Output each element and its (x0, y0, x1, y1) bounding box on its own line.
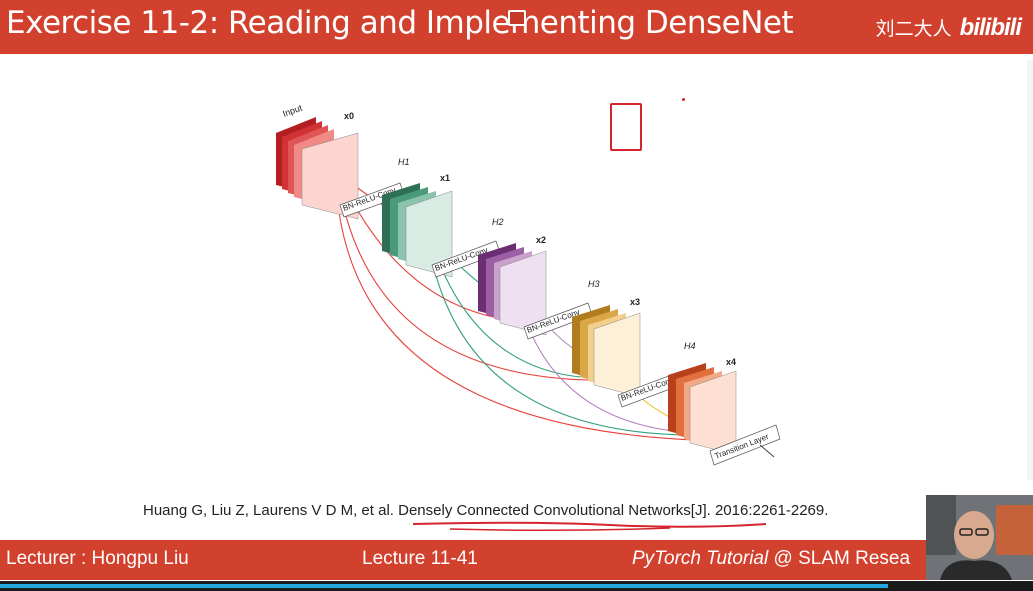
pen-dot (682, 98, 685, 101)
h2-label: H2 (492, 217, 504, 227)
arrow-x1-x4 (427, 239, 696, 436)
course-title: PyTorch Tutorial (632, 548, 769, 569)
citation-authors: Huang G, Liu Z, Laurens V D M, et al. (143, 502, 399, 519)
x2-label: x2 (536, 235, 546, 245)
course-name: PyTorch Tutorial @ SLAM Resea (632, 548, 910, 570)
block-x4: x4 (668, 357, 737, 456)
lecturer-webcam (926, 495, 1033, 580)
lecturer-name: Lecturer : Hongpu Liu (6, 548, 189, 569)
slide-title: Exercise 11-2: Reading and Implementing … (6, 5, 794, 41)
arrow-x0-x3 (337, 179, 591, 381)
block-x0: Input x0 (276, 102, 359, 220)
x1-label: x1 (440, 173, 450, 183)
arrow-x0-x4 (335, 182, 696, 441)
h4-label: H4 (684, 341, 696, 351)
bilibili-logo: bilibili (959, 14, 1022, 41)
x4-label: x4 (726, 357, 736, 367)
slide-footer: Lecturer : Hongpu Liu Lecture 11-41 PyTo… (0, 540, 1033, 580)
transition-arrow (759, 444, 775, 458)
course-affiliation: @ SLAM Resea (768, 548, 911, 569)
h1-label: H1 (398, 157, 410, 167)
lecture-number: Lecture 11-41 (362, 548, 478, 569)
webcam-frame (926, 495, 1033, 580)
citation-year-pages: 2016:2261-2269. (710, 502, 829, 519)
picture-in-picture-icon[interactable] (508, 10, 526, 26)
citation-title: Densely Connected Convolutional Networks… (398, 502, 711, 519)
block-x1: x1 (382, 173, 453, 278)
pen-annotation (610, 103, 642, 151)
input-label: Input (281, 102, 304, 118)
slide-header: Exercise 11-2: Reading and Implementing … (0, 0, 1033, 54)
x3-label: x3 (630, 297, 640, 307)
x0-label: x0 (344, 111, 354, 121)
paper-citation: Huang G, Liu Z, Laurens V D M, et al. De… (143, 502, 828, 519)
pen-underline (412, 521, 767, 532)
h3-label: H3 (588, 279, 600, 289)
video-progress-fill[interactable] (0, 584, 889, 588)
channel-watermark: 刘二大人 bilibili (875, 14, 1022, 42)
channel-name: 刘二大人 (875, 19, 952, 40)
densenet-diagram: Input x0 BN-ReLU-Conv H1 x1 BN-ReLU-Conv… (276, 102, 781, 466)
block-x2: x2 (478, 235, 547, 336)
scrollbar[interactable] (1027, 60, 1033, 480)
